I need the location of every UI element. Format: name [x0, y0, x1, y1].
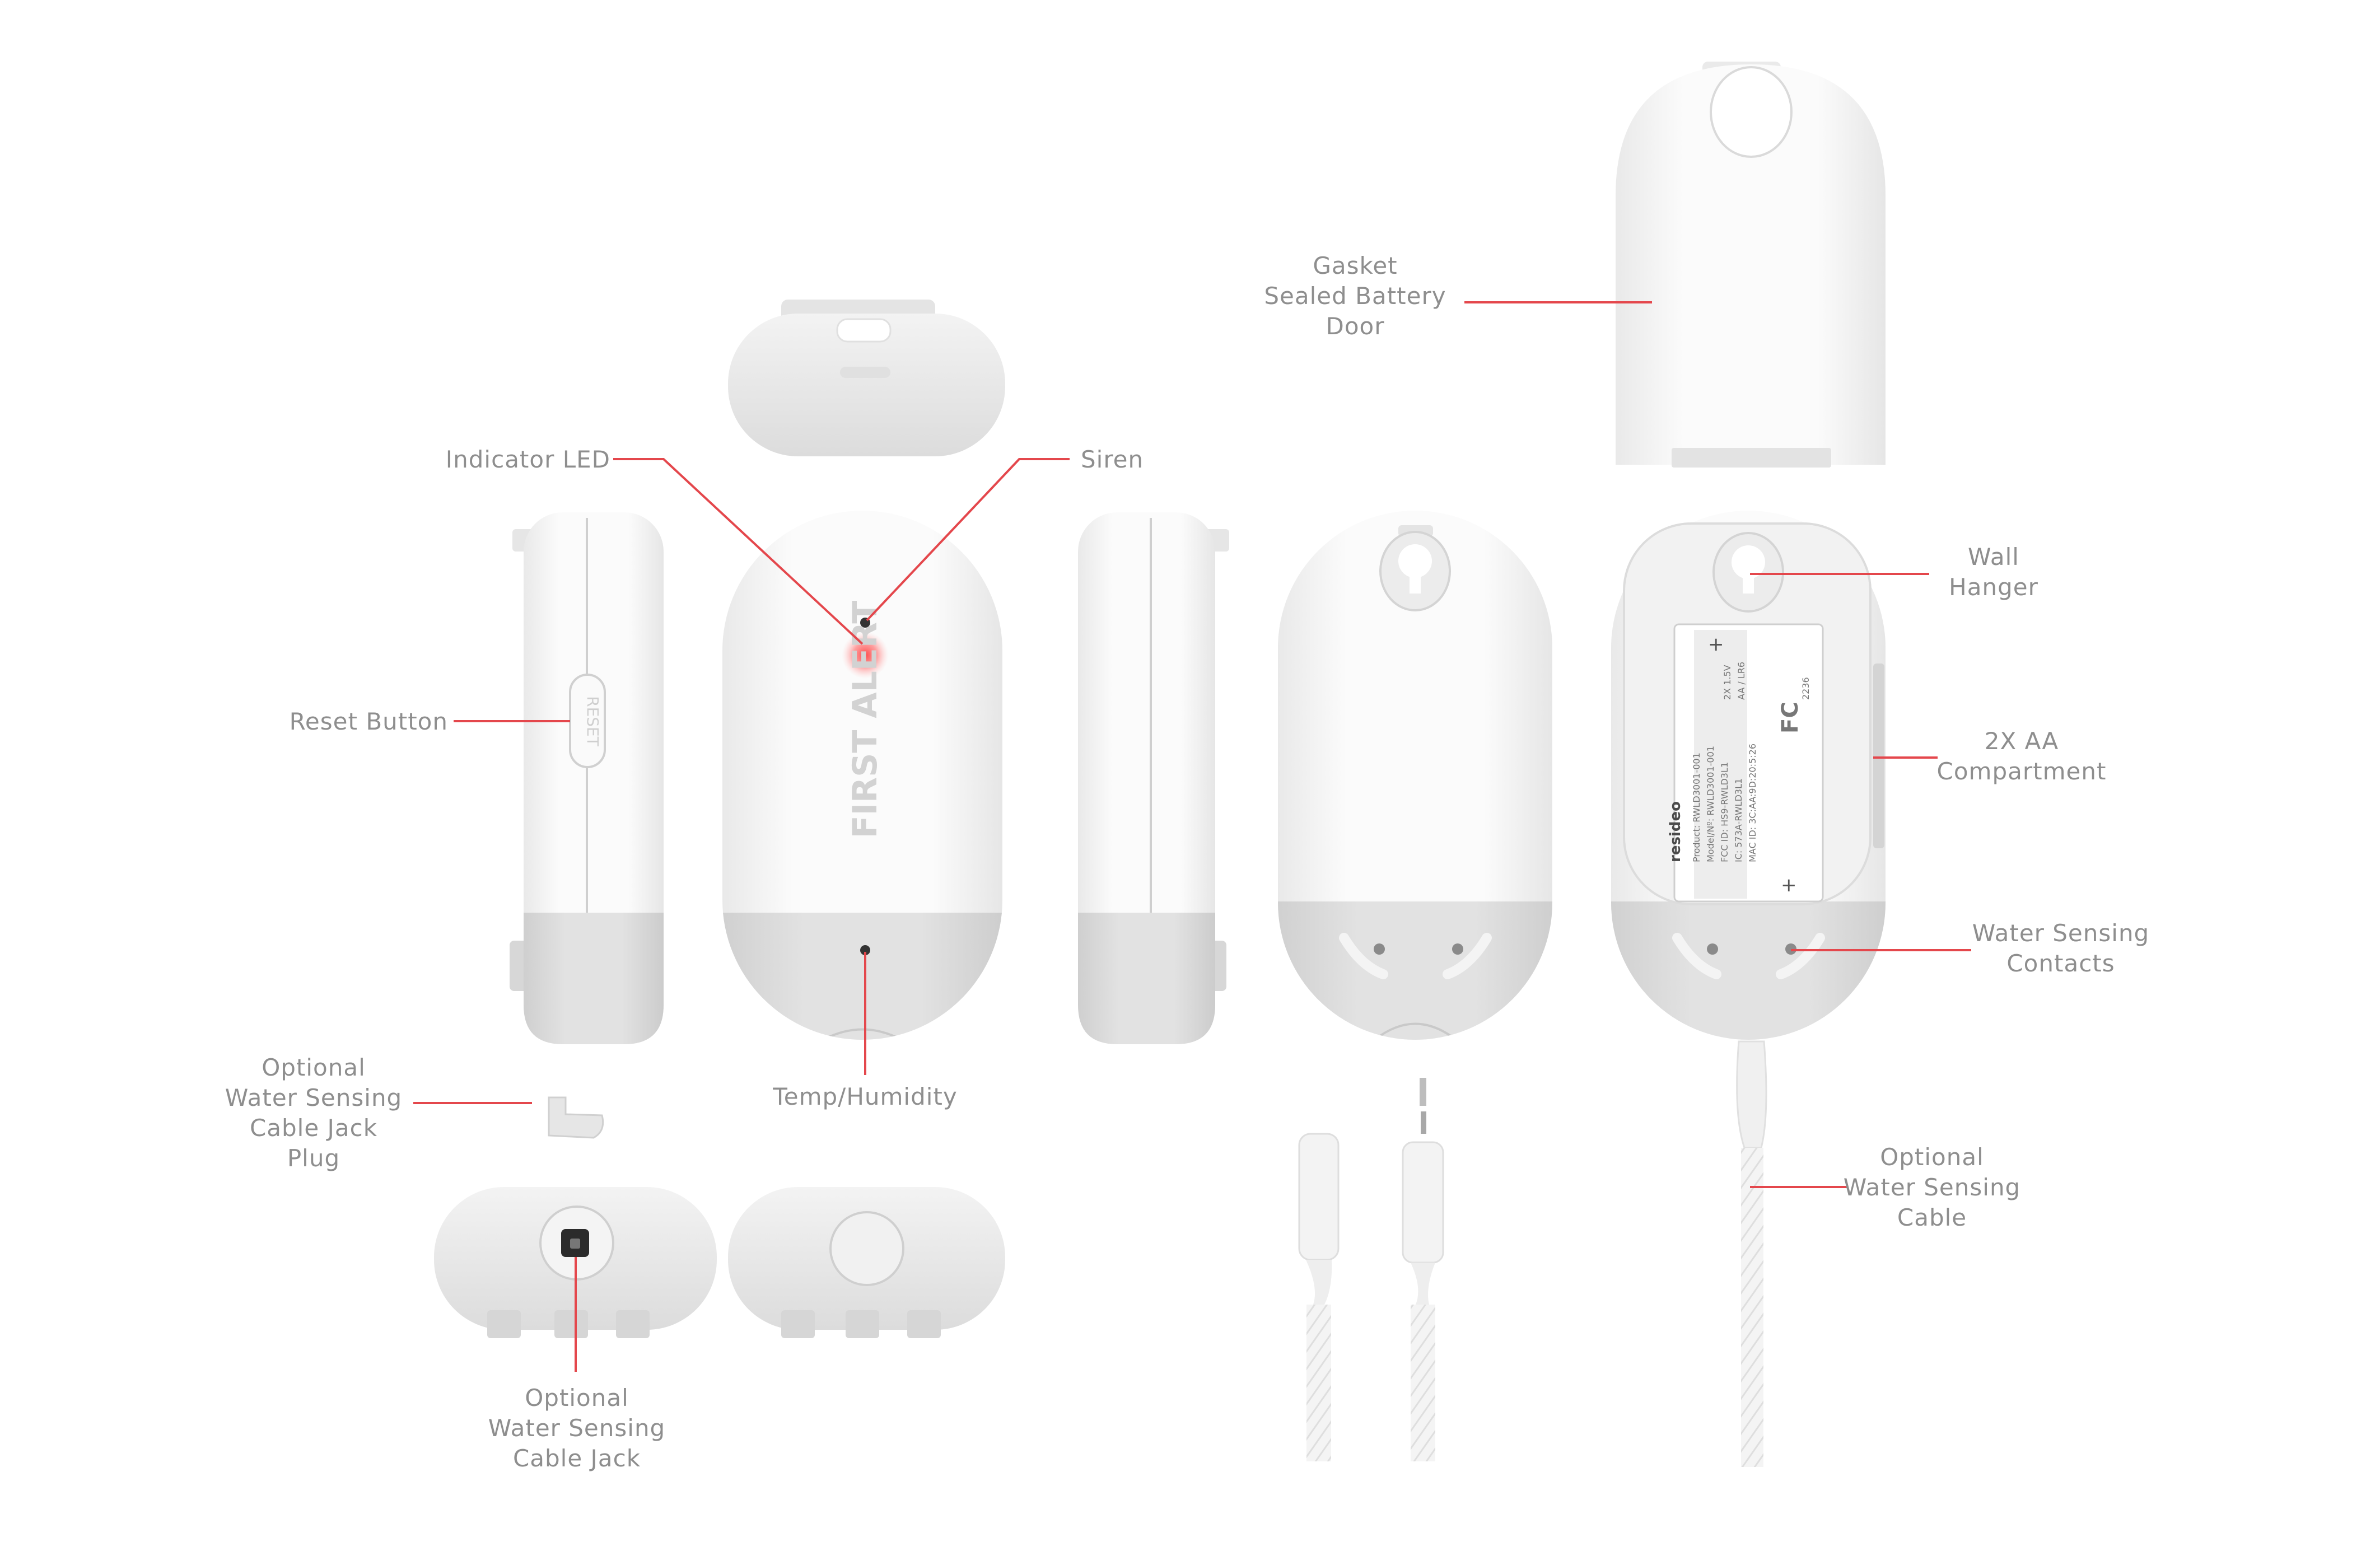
- open-back-view: resideo Product: RWLD3001-001 Model/Nº: …: [1611, 511, 1886, 1040]
- callout-line: Siren: [1081, 446, 1144, 473]
- callout-line: Compartment: [1936, 758, 2107, 785]
- top-view-puck: [728, 300, 1005, 456]
- cable-socket-end: [1298, 1133, 1340, 1461]
- callout-line: Hanger: [1949, 573, 2038, 601]
- svg-text:FCC ID: HS9-RWLD3L1: FCC ID: HS9-RWLD3L1: [1719, 762, 1730, 862]
- svg-text:AA / LR6: AA / LR6: [1736, 662, 1747, 700]
- callout-temp-humidity: Temp/Humidity: [767, 1082, 963, 1112]
- battery-door: [1616, 62, 1886, 468]
- back-view: [1278, 511, 1552, 1040]
- callout-line: Water Sensing: [1843, 1174, 2021, 1201]
- left-side-view: RESET: [510, 512, 664, 1044]
- callout-line: Cable Jack: [249, 1114, 378, 1142]
- front-view: FIRST ALERT: [722, 511, 1002, 1040]
- svg-text:2X 1.5V: 2X 1.5V: [1722, 665, 1733, 700]
- callout-line: Reset Button: [289, 708, 448, 735]
- callout-line: Door: [1326, 312, 1385, 340]
- svg-text:+: +: [1781, 874, 1797, 896]
- brand-logo: FIRST ALERT: [846, 601, 885, 839]
- callout-line: Optional: [525, 1384, 629, 1412]
- svg-text:Product: RWLD3001-001: Product: RWLD3001-001: [1691, 753, 1702, 862]
- svg-text:MAC ID: 3C:AA:9D:20:5:26: MAC ID: 3C:AA:9D:20:5:26: [1747, 744, 1758, 862]
- svg-text:+: +: [1708, 633, 1724, 656]
- reset-button-label: RESET: [584, 696, 602, 747]
- callout-line: Water Sensing: [1972, 919, 2150, 947]
- svg-text:2236: 2236: [1800, 677, 1811, 700]
- callout-indicator-led: Indicator LED: [403, 445, 610, 475]
- svg-text:IC: 573A-RWLD3L1: IC: 573A-RWLD3L1: [1733, 778, 1744, 862]
- svg-text:FC: FC: [1777, 702, 1803, 733]
- callout-line: Cable: [1897, 1204, 1967, 1231]
- callout-line: Water Sensing: [488, 1414, 666, 1442]
- callout-water-contacts: Water Sensing Contacts: [1971, 918, 2150, 979]
- callout-water-cable: Optional Water Sensing Cable: [1842, 1142, 2022, 1233]
- right-side-view: [1078, 512, 1229, 1044]
- leader-lines: [413, 301, 1971, 1372]
- callout-line: Temp/Humidity: [773, 1083, 958, 1110]
- callout-battery-compartment: 2X AA Compartment: [1935, 726, 2108, 787]
- svg-text:resideo: resideo: [1667, 801, 1684, 862]
- callout-siren: Siren: [1081, 445, 1193, 475]
- callout-line: Water Sensing: [225, 1084, 403, 1111]
- callout-cable-jack: Optional Water Sensing Cable Jack: [484, 1383, 669, 1474]
- attached-cable: [1736, 1040, 1767, 1467]
- callout-line: Plug: [287, 1144, 340, 1172]
- callout-line: Indicator LED: [445, 446, 610, 473]
- product-label: resideo Product: RWLD3001-001 Model/Nº: …: [1667, 623, 1824, 903]
- cable-plug-end: [1402, 1078, 1444, 1461]
- callout-line: Contacts: [2006, 950, 2115, 977]
- callout-line: Optional: [1880, 1143, 1984, 1171]
- callout-wall-hanger: Wall Hanger: [1929, 542, 2058, 602]
- callout-reset-button: Reset Button: [235, 707, 448, 737]
- indicator-led: [842, 632, 889, 679]
- cable-jack-plug: [548, 1096, 604, 1139]
- callout-cable-jack-plug: Optional Water Sensing Cable Jack Plug: [224, 1053, 403, 1174]
- callout-line: Optional: [262, 1054, 366, 1081]
- bottom-view-plain: [728, 1187, 1005, 1338]
- callout-line: Wall: [1968, 543, 2019, 571]
- callout-line: Cable Jack: [512, 1445, 641, 1472]
- callout-gasket-door: Gasket Sealed Battery Door: [1254, 251, 1456, 342]
- svg-text:Model/Nº: RWLD3001-001: Model/Nº: RWLD3001-001: [1705, 746, 1716, 862]
- callout-line: 2X AA: [1984, 727, 2059, 755]
- callout-line: Sealed Battery: [1264, 282, 1446, 310]
- callout-line: Gasket: [1313, 252, 1398, 279]
